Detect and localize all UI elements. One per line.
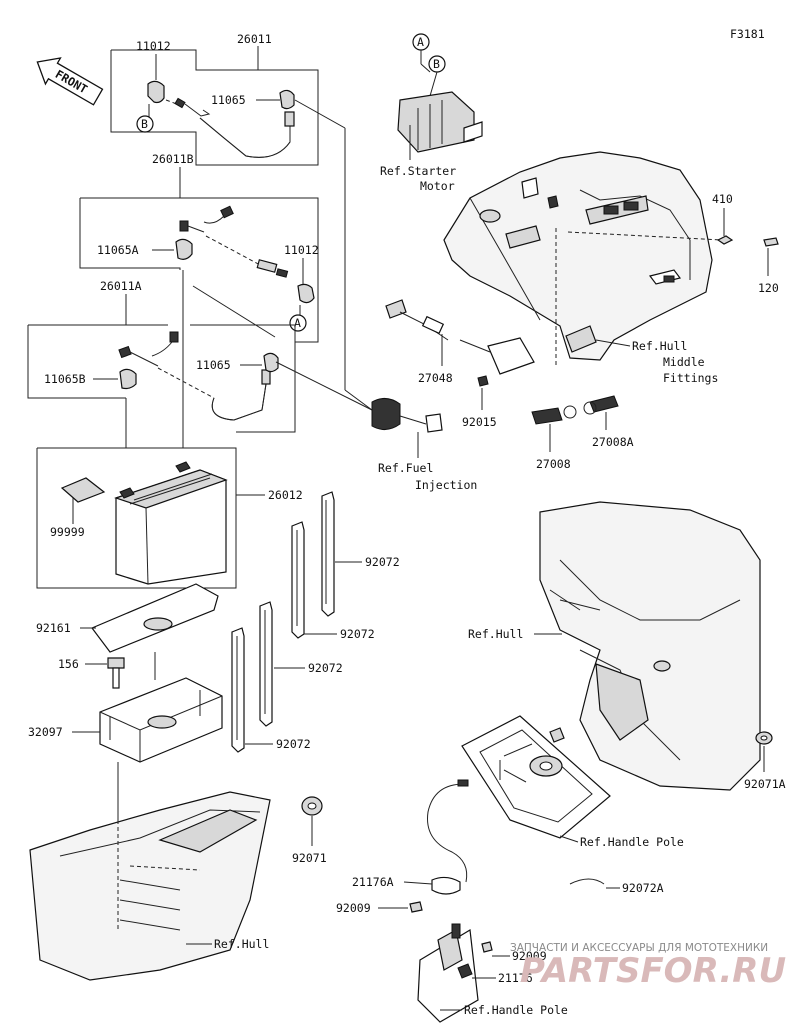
part-156: 156: [58, 657, 79, 671]
bolt-156: [107, 657, 125, 669]
starter-motor: A B Ref.Starter Motor: [380, 33, 483, 193]
ref-hull-fit-3: Fittings: [663, 371, 718, 385]
strap-2: [291, 521, 305, 639]
marker-a-mid: [289, 314, 307, 332]
marker-b-starter: B: [433, 57, 440, 71]
hull-right: Ref.Hull 92071A: [468, 501, 786, 791]
part-11065-top: 11065: [211, 93, 246, 107]
fuel-injection-connector: Ref.Fuel Injection: [344, 389, 477, 492]
ref-hull-right: Ref.Hull: [468, 627, 523, 641]
part-410: 410: [712, 192, 733, 206]
part-11012-mid: 11012: [284, 243, 319, 257]
part-92071: 92071: [292, 851, 327, 865]
strap-1: [321, 491, 335, 617]
part-92072-2: 92072: [340, 627, 375, 641]
figure-code: F3181: [730, 27, 765, 41]
clip-21176: [457, 963, 473, 979]
part-21176: 21176: [498, 971, 533, 985]
bolt-120: [763, 237, 779, 247]
part-92009-2: 92009: [512, 949, 547, 963]
marker-b-top: [136, 115, 154, 133]
ref-starter-2: Motor: [420, 179, 455, 193]
screw-92009-2: [481, 941, 493, 953]
part-26011b: 26011B: [152, 152, 194, 166]
part-11065b: 11065B: [44, 372, 86, 386]
svg-text:A: A: [294, 316, 301, 330]
ref-hull-bottom: Ref.Hull: [214, 937, 269, 951]
battery-group: 26012 99999: [36, 447, 303, 589]
strap-3: [259, 601, 273, 727]
clamp-group: 21176A 92009 92072A: [336, 875, 664, 915]
part-11065a: 11065A: [97, 243, 139, 257]
ref-hull-fit-1: Ref.Hull: [632, 339, 687, 353]
part-27048: 27048: [418, 371, 453, 385]
watermark-line1: ЗАПЧАСТИ И АКСЕССУАРЫ ДЛЯ МОТОТЕХНИКИ: [510, 942, 768, 954]
cap-11012-top: [147, 80, 165, 104]
clip-92072a: [569, 878, 605, 885]
ref-handle-pole-2: Ref.Handle Pole: [464, 1003, 568, 1017]
part-92072-1: 92072: [365, 555, 400, 569]
part-92009-1: 92009: [336, 901, 371, 915]
part-92015: 92015: [462, 415, 497, 429]
part-120: 120: [758, 281, 779, 295]
key-27008: [531, 407, 563, 425]
cable-26011b-group: 26011B 11065A 11012 A: [79, 152, 319, 343]
part-26011: 26011: [237, 32, 272, 46]
part-92072-4: 92072: [276, 737, 311, 751]
part-99999: 99999: [50, 525, 85, 539]
hull-bottom-left: Ref.Hull 92071: [29, 791, 327, 981]
part-27008: 27008: [536, 457, 571, 471]
part-27008a: 27008A: [592, 435, 634, 449]
part-92071a: 92071A: [744, 777, 786, 791]
part-92161: 92161: [36, 621, 71, 635]
strap-4: [231, 627, 245, 753]
part-92072-3: 92072: [308, 661, 343, 675]
ref-starter-1: Ref.Starter: [380, 164, 456, 178]
handle-pole-bottom: 92009 21176 Ref.Handle Pole: [417, 923, 568, 1023]
clamp-21176a: [431, 876, 461, 895]
key-27008a: [589, 395, 619, 413]
part-21176a: 21176A: [352, 875, 394, 889]
ref-fuel-2: Injection: [415, 478, 477, 492]
cable-26011-group: 26011 11012 B 11065: [110, 32, 346, 390]
switch-group: 27048 92015 27008 27008A: [385, 299, 634, 471]
screw-92009-1: [409, 901, 423, 913]
battery-box-group: 92161 156 32097: [28, 583, 223, 820]
marker-a-top: A: [417, 35, 424, 49]
part-26011a: 26011A: [100, 279, 142, 293]
ref-hull-fit-2: Middle: [663, 355, 705, 369]
part-26012: 26012: [268, 488, 303, 502]
watermark-line2: PARTSFOR.RU: [520, 951, 786, 991]
ref-fuel-1: Ref.Fuel: [378, 461, 433, 475]
watermark: ЗАПЧАСТИ И АКСЕССУАРЫ ДЛЯ МОТОТЕХНИКИ PA…: [510, 942, 786, 991]
handle-pole-plate: Ref.Handle Pole: [427, 715, 684, 883]
switch-box: [487, 337, 535, 375]
part-11012-top: 11012: [136, 39, 171, 53]
part-92072a: 92072A: [622, 881, 664, 895]
straps-group: 92072 92072 92072 92072: [231, 491, 400, 753]
hull-middle-fittings: Ref.Hull Middle Fittings 410 120: [443, 151, 779, 385]
svg-text:B: B: [141, 117, 148, 131]
nut-410: [716, 235, 734, 245]
front-arrow-icon: FRONT: [36, 57, 104, 106]
part-32097: 32097: [28, 725, 63, 739]
label-sheet: [60, 477, 106, 503]
cable-26011a-group: 26011A 11065B 11065: [27, 270, 373, 448]
part-11065-mid: 11065: [196, 358, 231, 372]
ref-handle-pole-1: Ref.Handle Pole: [580, 835, 684, 849]
